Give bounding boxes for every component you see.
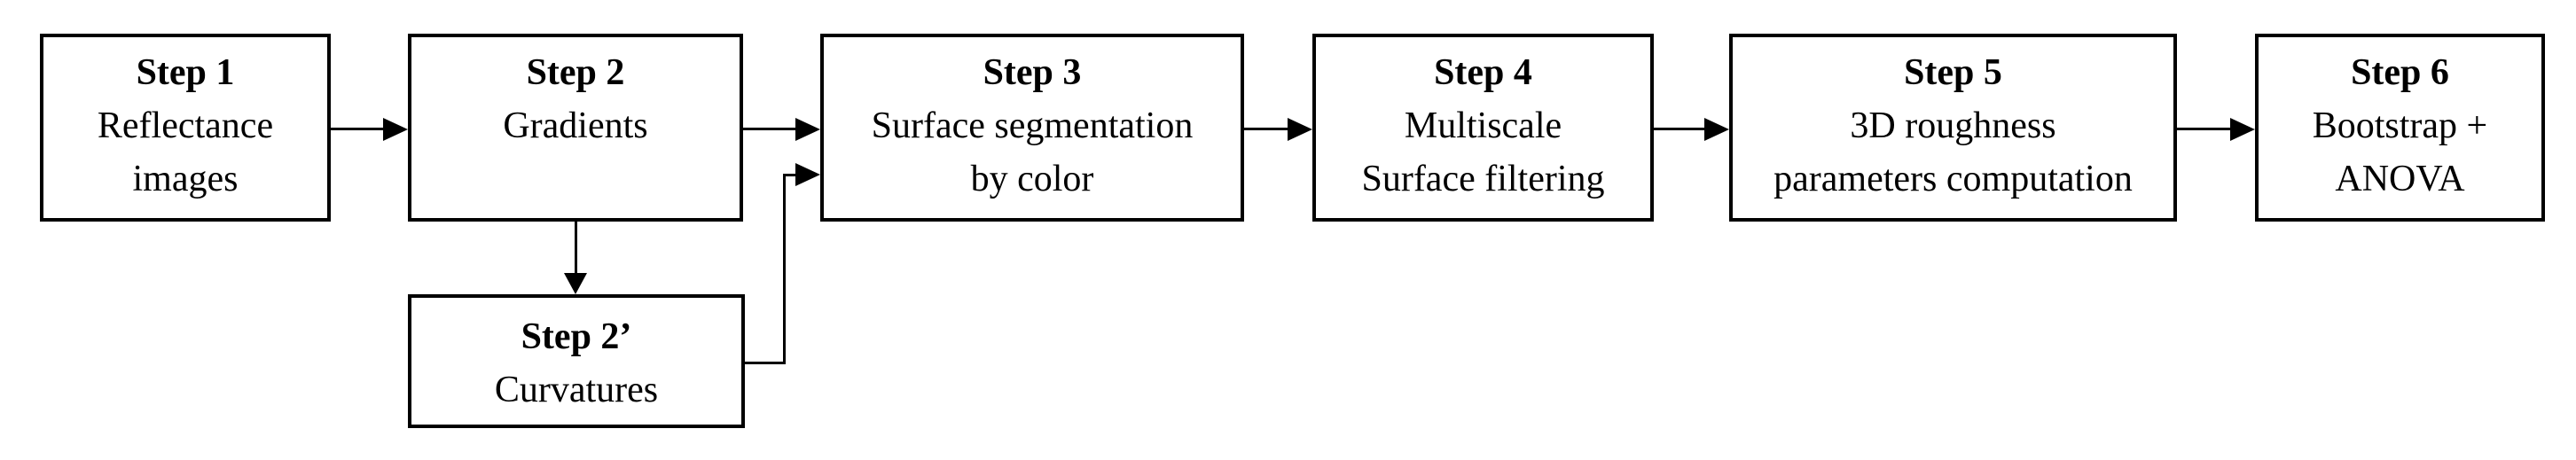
step-5-title: Step 5 — [1904, 52, 2002, 93]
step-6-title: Step 6 — [2351, 52, 2449, 93]
step-box-3: Step 3 Surface segmentation by color — [820, 34, 1244, 222]
step-5-line-2: parameters computation — [1773, 159, 2133, 199]
step-2-prime-title: Step 2’ — [521, 316, 632, 357]
connector-segment — [575, 222, 577, 273]
arrowhead-right-icon — [1288, 118, 1312, 141]
step-3-line-2: by color — [970, 159, 1094, 199]
connector-segment — [745, 362, 786, 364]
step-box-6: Step 6 Bootstrap + ANOVA — [2255, 34, 2545, 222]
arrowhead-right-icon — [2230, 118, 2255, 141]
arrowhead-down-icon — [564, 273, 587, 294]
step-4-line-2: Surface filtering — [1361, 159, 1605, 199]
arrowhead-right-icon — [795, 163, 820, 186]
step-2-line-1: Gradients — [503, 105, 648, 146]
connector-segment — [1244, 128, 1289, 130]
step-5-line-1: 3D roughness — [1850, 105, 2056, 146]
step-1-line-1: Reflectance — [97, 105, 274, 146]
step-4-title: Step 4 — [1434, 52, 1532, 93]
step-box-1: Step 1 Reflectance images — [40, 34, 331, 222]
step-3-title: Step 3 — [983, 52, 1082, 93]
connector-segment — [783, 174, 797, 176]
step-2-prime-line-1: Curvatures — [494, 370, 659, 410]
step-4-line-1: Multiscale — [1404, 105, 1562, 146]
step-3-line-1: Surface segmentation — [871, 105, 1194, 146]
step-box-4: Step 4 Multiscale Surface filtering — [1312, 34, 1654, 222]
arrowhead-right-icon — [795, 118, 820, 141]
step-box-5: Step 5 3D roughness parameters computati… — [1729, 34, 2177, 222]
connector-segment — [743, 128, 797, 130]
step-2-title: Step 2 — [526, 52, 625, 93]
step-1-title: Step 1 — [136, 52, 235, 93]
step-1-line-2: images — [132, 159, 239, 199]
step-box-2: Step 2 Gradients — [408, 34, 743, 222]
step-6-line-2: ANOVA — [2335, 159, 2465, 199]
connector-segment — [331, 128, 385, 130]
arrowhead-right-icon — [1704, 118, 1729, 141]
connector-segment — [1654, 128, 1706, 130]
arrowhead-right-icon — [383, 118, 408, 141]
step-box-2-prime: Step 2’ Curvatures — [408, 294, 745, 428]
connector-segment — [2177, 128, 2232, 130]
step-6-line-1: Bootstrap + — [2312, 105, 2488, 146]
connector-segment — [783, 174, 786, 364]
